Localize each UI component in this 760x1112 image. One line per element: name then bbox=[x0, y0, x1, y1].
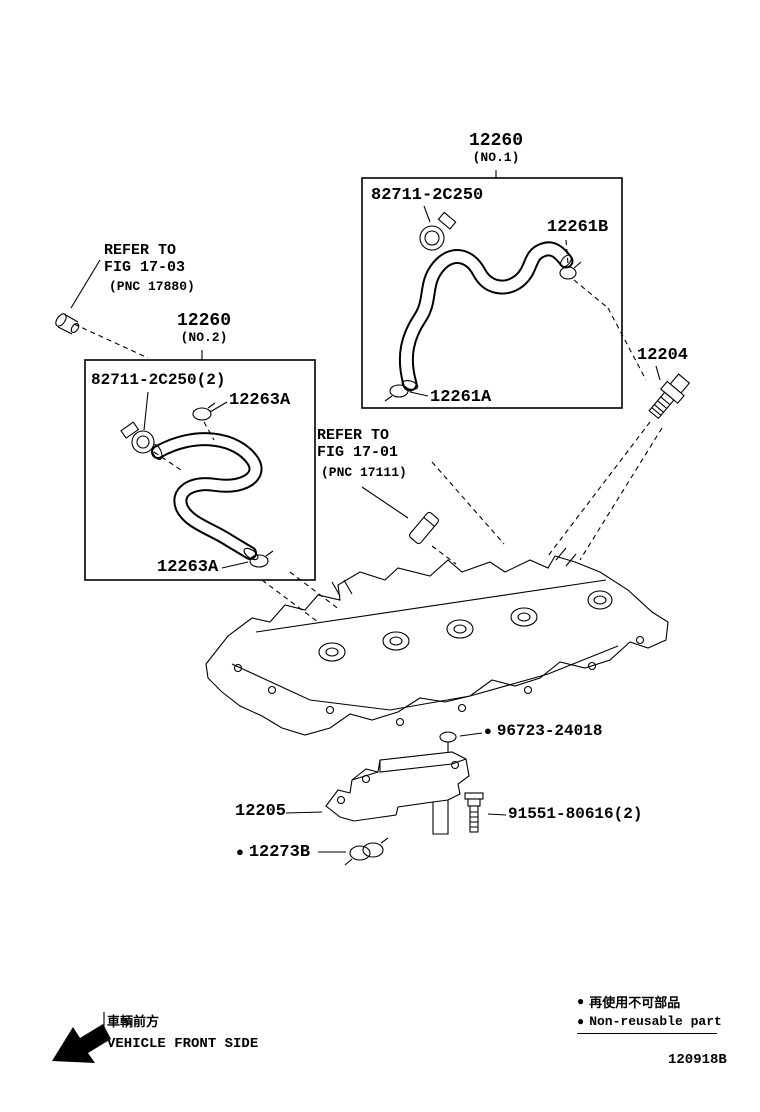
label-12261B: 12261B bbox=[547, 218, 609, 237]
ventilation-hose-no1 bbox=[398, 241, 574, 392]
clip-12263A-top-part bbox=[192, 402, 216, 421]
label-12273B: 12273B bbox=[248, 843, 311, 862]
refer-fig-17-01-line1: REFER TO bbox=[317, 427, 390, 444]
non-reusable-bullet-icon: ● bbox=[577, 994, 585, 1009]
legend-label-jp: 再使用不可部品 bbox=[589, 996, 681, 1011]
clip-12261B-part bbox=[559, 261, 582, 280]
dashed-assembly-lines bbox=[73, 239, 663, 623]
vehicle-front-label-jp: 車輌前方 bbox=[107, 1015, 160, 1030]
non-reusable-bullet-icon: ● bbox=[236, 845, 244, 860]
legend-row-en: ● Non-reusable part bbox=[577, 1014, 722, 1034]
group-no2-subtitle: (NO.2) bbox=[180, 330, 228, 345]
group-no2-box bbox=[84, 359, 316, 581]
label-96723: 96723-24018 bbox=[496, 722, 603, 740]
oil-separator-part bbox=[325, 751, 470, 835]
label-12263A-bottom: 12263A bbox=[157, 558, 219, 577]
group-no1-subtitle: (NO.1) bbox=[472, 150, 520, 165]
refer-fig-17-03-line1: REFER TO bbox=[104, 242, 177, 259]
fig-17-03-stub-part bbox=[55, 313, 80, 335]
legend-label-en: Non-reusable part bbox=[589, 1014, 722, 1029]
label-12273B-row: ● 12273B bbox=[236, 843, 310, 862]
vehicle-front-label-en: VEHICLE FRONT SIDE bbox=[107, 1036, 259, 1052]
label-12204: 12204 bbox=[637, 346, 689, 365]
doc-code: 120918B bbox=[668, 1052, 727, 1068]
label-12263A-top: 12263A bbox=[229, 391, 291, 410]
label-clamp-82711-no2: 82711-2C250(2) bbox=[91, 371, 226, 389]
clamp-12273B-part bbox=[344, 837, 389, 866]
fig-17-01-tube-part bbox=[409, 511, 439, 545]
group-no1-box bbox=[361, 177, 623, 409]
legend-row-jp: ● 再使用不可部品 bbox=[577, 992, 681, 1012]
group-no1-title: 12260 bbox=[468, 131, 523, 151]
leader-lines bbox=[70, 170, 661, 1034]
non-reusable-bullet-icon: ● bbox=[577, 1014, 585, 1029]
pcv-valve-part bbox=[648, 373, 691, 420]
refer-fig-17-01-line3: (PNC 17111) bbox=[321, 465, 407, 480]
label-96723-row: ● 96723-24018 bbox=[484, 722, 602, 740]
label-91551: 91551-80616(2) bbox=[508, 805, 643, 823]
ventilation-hose-no2 bbox=[151, 432, 263, 561]
cylinder-head-cover bbox=[205, 547, 669, 736]
group-no2-title: 12260 bbox=[176, 311, 231, 331]
vehicle-front-arrow-icon bbox=[52, 1024, 111, 1063]
clip-12261A-part bbox=[384, 384, 409, 402]
refer-fig-17-03-line2: FIG 17-03 bbox=[104, 259, 186, 276]
label-12261A: 12261A bbox=[430, 388, 492, 407]
bolt-part bbox=[464, 792, 484, 833]
label-clamp-82711-no1: 82711-2C250 bbox=[371, 186, 484, 205]
refer-fig-17-03-line3: (PNC 17880) bbox=[109, 279, 195, 294]
refer-fig-17-01-line2: FIG 17-01 bbox=[317, 444, 399, 461]
clip-12263A-bottom-part bbox=[249, 550, 274, 568]
label-12205: 12205 bbox=[235, 802, 287, 821]
hose-clamp-no1 bbox=[419, 211, 457, 251]
hose-clamp-no2 bbox=[120, 421, 155, 454]
non-reusable-bullet-icon: ● bbox=[484, 723, 492, 739]
